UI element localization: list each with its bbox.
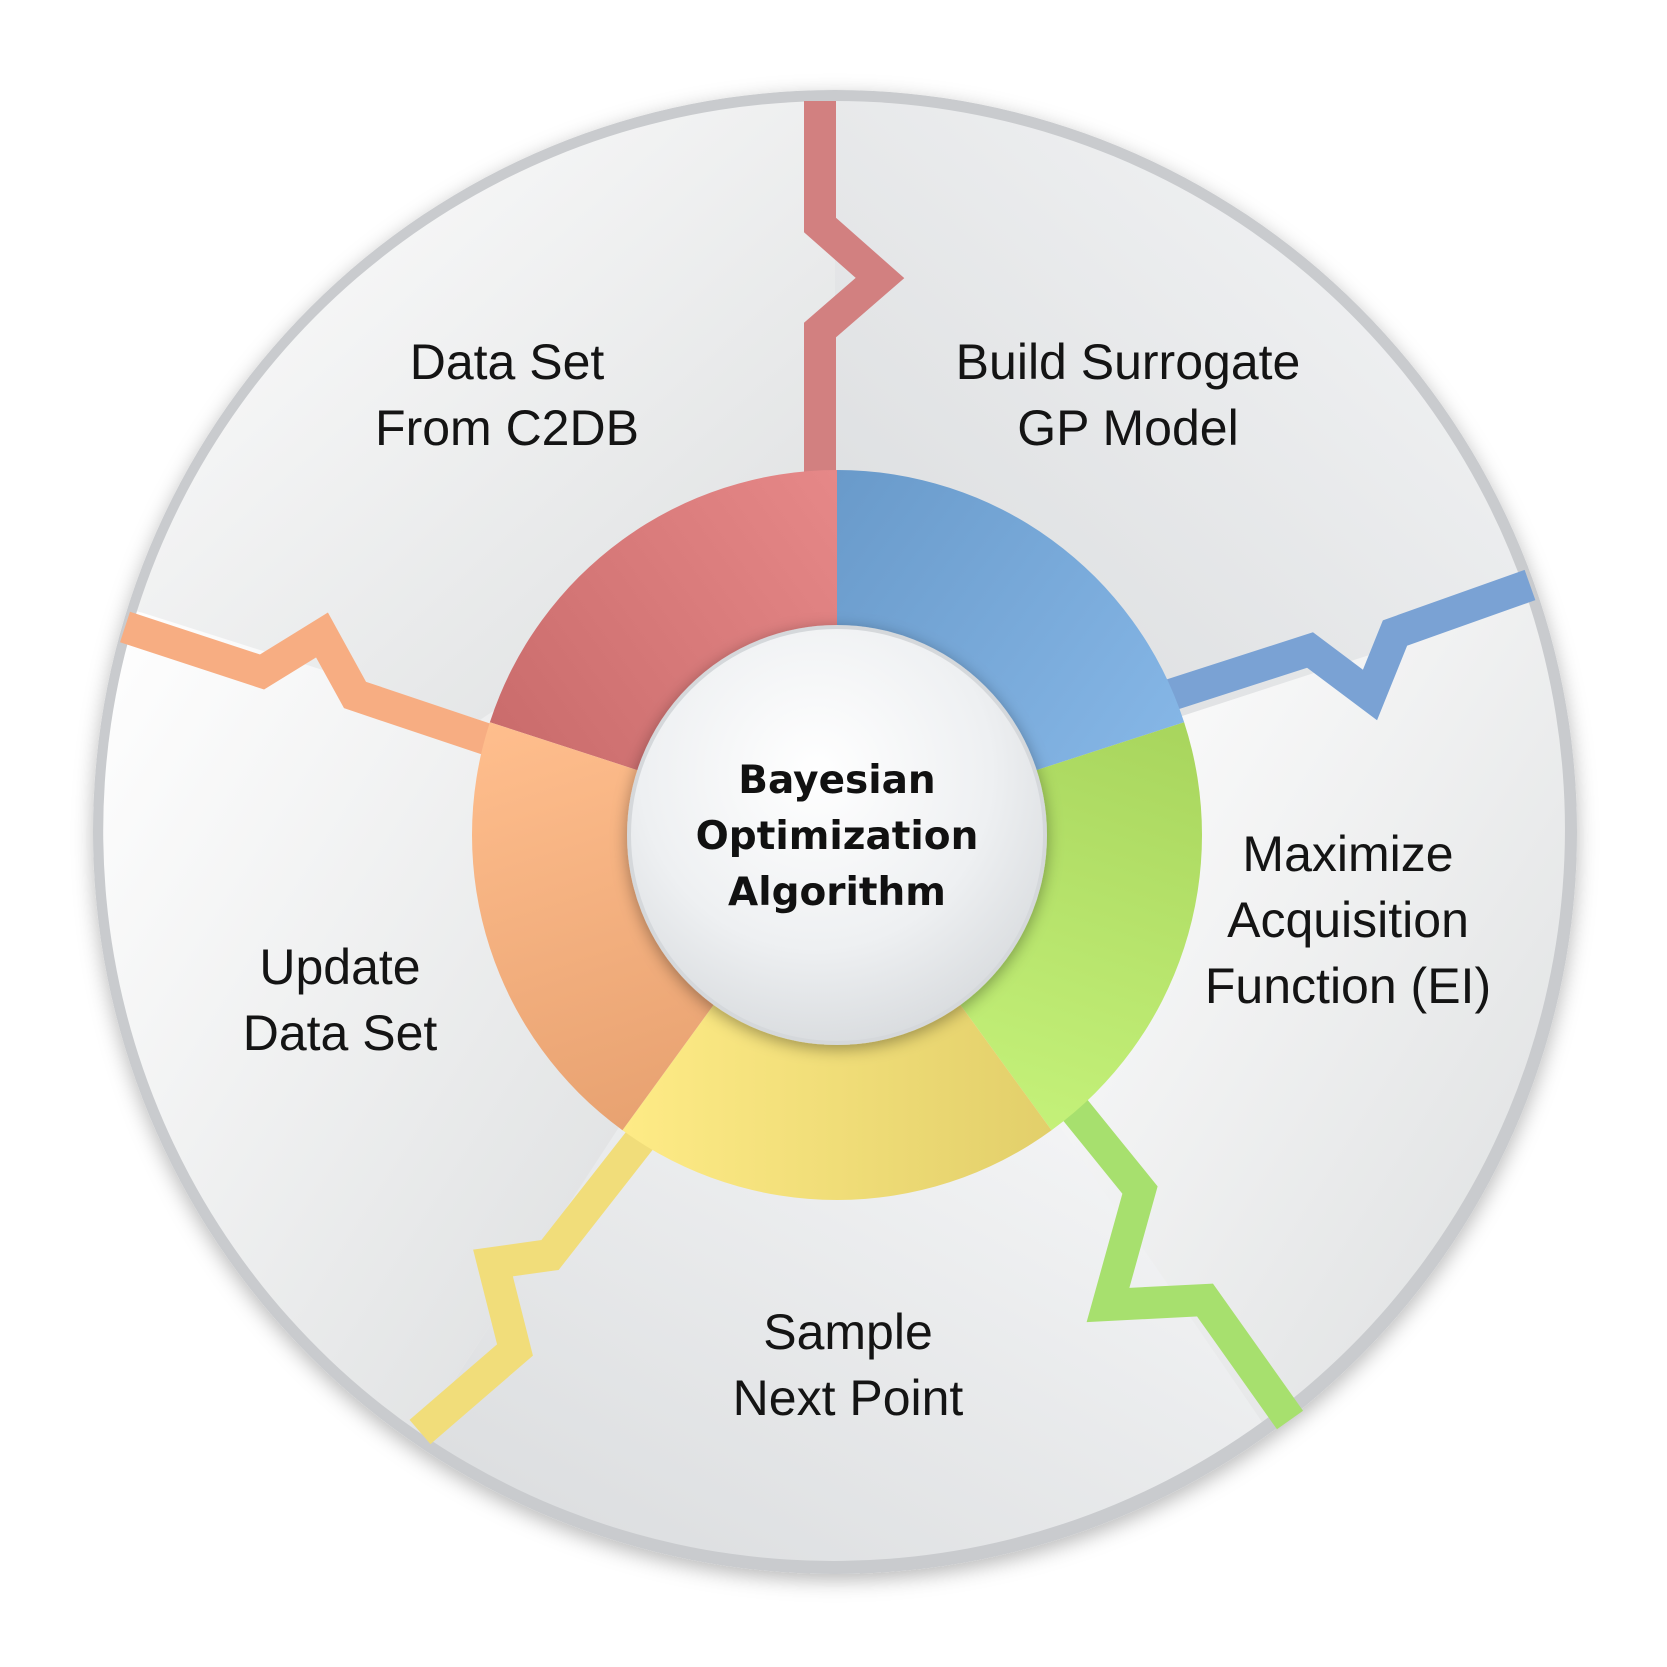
stage-label-line: Next Point [733, 1370, 964, 1426]
center-hub[interactable] [627, 625, 1047, 1045]
stage-label-line: Maximize [1242, 826, 1453, 882]
stage-label-line: Function (EI) [1205, 958, 1491, 1014]
stage-label-line: Data Set [410, 334, 605, 390]
ring-segment-sample-next-point[interactable] [622, 1000, 1052, 1200]
stage-label-line: Acquisition [1227, 892, 1469, 948]
stage-label-line: Data Set [243, 1005, 438, 1061]
stage-label-line: GP Model [1017, 400, 1238, 456]
ring-segment-maximize-acquisition[interactable] [957, 722, 1202, 1131]
stage-label-build-surrogate: Build Surrogate GP Model [956, 334, 1301, 456]
divider-red [804, 101, 905, 480]
divider-blue [1150, 569, 1536, 721]
ring-segment-build-surrogate[interactable] [837, 470, 1185, 772]
stage-label-line: Sample [763, 1304, 933, 1360]
stage-label-line: Build Surrogate [956, 334, 1301, 390]
divider-orange [120, 611, 501, 758]
stage-label-line: From C2DB [375, 400, 639, 456]
center-hub-label-line: Optimization [696, 814, 979, 859]
ring-segment-data-set-c2db[interactable] [489, 470, 837, 772]
divider-paths [120, 101, 1536, 1445]
divider-yellow [409, 1130, 653, 1445]
divider-green [1050, 1084, 1304, 1430]
stage-ring [471, 470, 1202, 1200]
sector-sample-next-point[interactable] [420, 1117, 1262, 1561]
stage-label-line: Update [259, 939, 420, 995]
ring-segment-update-data-set[interactable] [471, 722, 717, 1131]
center-hub-label-line: Bayesian [738, 758, 935, 803]
center-hub-label-line: Algorithm [728, 870, 946, 915]
